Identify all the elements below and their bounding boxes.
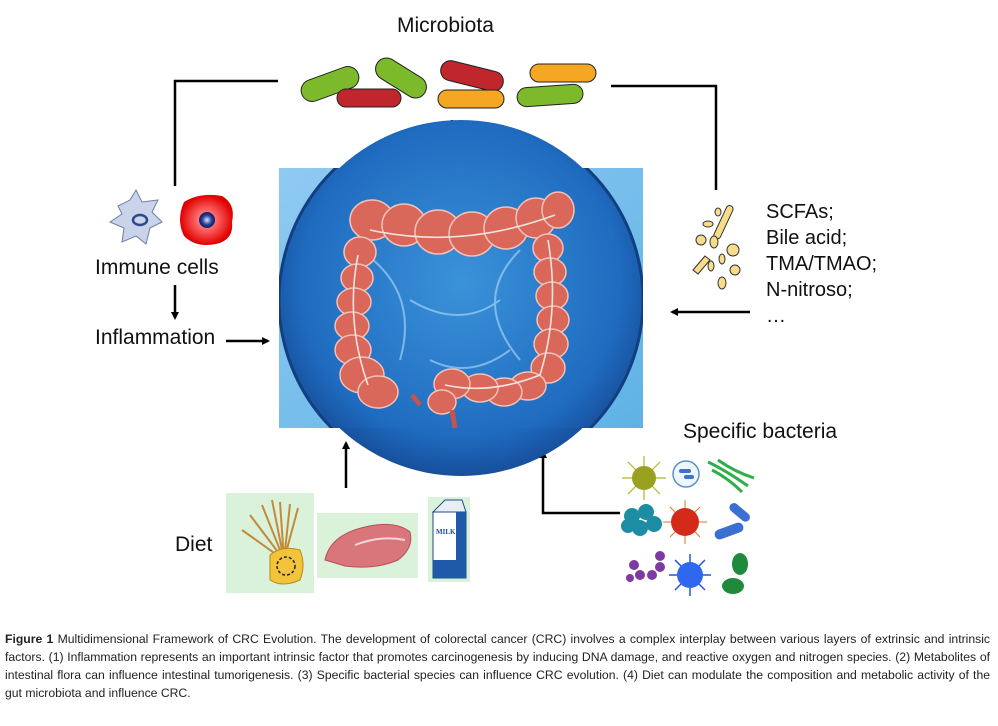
microbiota-to-immune-line bbox=[173, 79, 278, 186]
milk-carton-icon bbox=[431, 499, 467, 579]
caption-label: Figure 1 bbox=[5, 632, 54, 646]
milk-text: MILK bbox=[436, 528, 456, 536]
microbiota-bacteria-icon bbox=[300, 57, 597, 109]
inflammation-label: Inflammation bbox=[95, 326, 216, 349]
diet-label: Diet bbox=[175, 533, 213, 556]
microbiota-to-metabolites-line bbox=[611, 84, 718, 190]
metabolites-list: SCFAs; Bile acid; TMA/TMAO; N-nitroso; … bbox=[766, 199, 877, 329]
diagram-graphics: MILK bbox=[108, 57, 755, 596]
microbiota-label: Microbiota bbox=[397, 14, 494, 37]
bacteria-to-colon-arrow bbox=[539, 450, 620, 515]
specific-bacteria-icon bbox=[621, 456, 755, 596]
metabolite-item: N-nitroso; bbox=[766, 279, 853, 301]
crc-framework-figure: MILK bbox=[95, 14, 877, 596]
immune-cells-icon bbox=[108, 188, 233, 245]
grain-icon bbox=[241, 499, 299, 561]
metabolite-item: SCFAs; bbox=[766, 201, 834, 223]
metabolites-icon bbox=[692, 205, 741, 290]
metabolite-item: TMA/TMAO; bbox=[766, 253, 878, 275]
meat-icon bbox=[324, 523, 412, 568]
specific-bacteria-label: Specific bacteria bbox=[683, 420, 838, 443]
colon-illustration bbox=[279, 118, 643, 482]
metabolite-item: Bile acid; bbox=[766, 227, 848, 249]
immune-cells-label: Immune cells bbox=[95, 256, 219, 279]
diet-images: MILK bbox=[226, 493, 470, 593]
caption-text: Multidimensional Framework of CRC Evolut… bbox=[5, 632, 991, 700]
metabolite-item: … bbox=[766, 305, 786, 327]
figure-caption: Figure 1 Multidimensional Framework of C… bbox=[5, 630, 990, 702]
